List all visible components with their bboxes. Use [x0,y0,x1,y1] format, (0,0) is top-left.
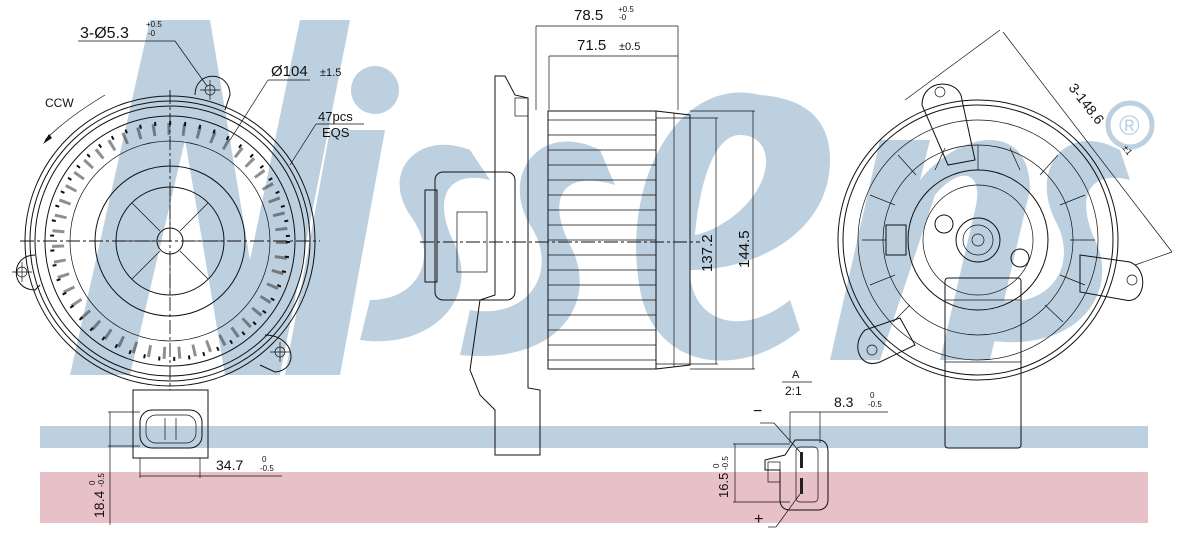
wheel-length-label: 71.5 [577,37,606,54]
svg-text:±1: ±1 [1120,143,1134,157]
mount-holes-label: 3-Ø5.3 [80,25,129,42]
svg-text:®: ® [1119,110,1140,141]
rear-view-dimensions: 3-148.6 ±1 [904,29,1173,266]
detail-height-label: 16.5 [716,473,731,498]
connector-height-label: 18.4 [91,491,107,518]
blue-background-band [40,426,1148,448]
front-view-dimensions: 3-Ø5.3 +0.5 -0 Ø104 ±1.5 CCW 47pcs EQS 3… [43,20,364,525]
svg-text:-0.5: -0.5 [260,464,274,473]
svg-text:-0: -0 [619,13,627,22]
svg-text:-0.5: -0.5 [97,473,106,487]
svg-text:-0.5: -0.5 [868,400,882,409]
svg-text:±0.5: ±0.5 [619,41,640,53]
blade-spacing-label: EQS [322,125,350,140]
nissens-watermark: ® [70,20,1155,375]
rotation-label: CCW [45,96,74,110]
mount-spacing-label: 3-148.6 [1066,80,1108,127]
svg-text:+0.5: +0.5 [146,20,162,29]
svg-text:+0.5: +0.5 [618,5,634,14]
minus-terminal-label: − [753,403,762,420]
connector-width-label: 34.7 [216,457,243,473]
svg-text:0: 0 [262,455,267,464]
front-view-fan-wheel [12,75,320,459]
detail-scale: 2:1 [785,384,802,398]
svg-text:-0.5: -0.5 [721,456,730,470]
svg-text:±1.5: ±1.5 [320,67,341,79]
detail-width-label: 8.3 [834,394,854,410]
svg-text:0: 0 [712,463,721,468]
rear-view-blower [837,83,1144,449]
overall-length-label: 78.5 [574,7,603,24]
detail-a-connector: A 2:1 8.3 0 -0.5 16.5 0 -0.5 − [712,369,888,528]
svg-text:0: 0 [870,391,875,400]
diameter-label: Ø104 [271,63,308,80]
housing-height-label: 144.5 [736,230,753,268]
pink-background-band [40,472,1148,523]
detail-label: A [792,369,800,381]
wheel-height-label: 137.2 [699,234,716,272]
plus-terminal-label: + [754,511,763,528]
svg-text:0: 0 [88,480,97,485]
svg-text:-0: -0 [148,29,156,38]
blade-count-label: 47pcs [318,109,353,124]
side-view-dimensions: 78.5 +0.5 -0 71.5 ±0.5 137.2 144.5 [535,5,755,370]
side-view-blower [420,75,700,456]
